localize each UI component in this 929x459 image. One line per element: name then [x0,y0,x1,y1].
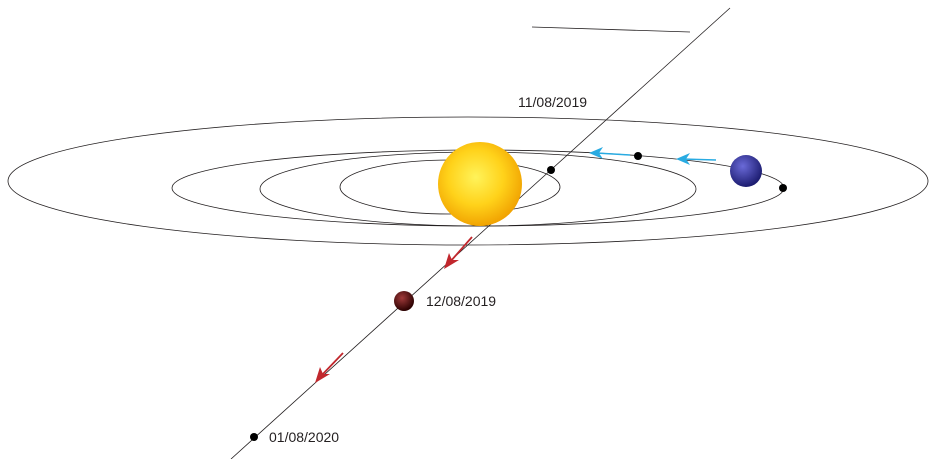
trajectory-line [230,7,731,459]
interstellar-object-icon [394,291,414,311]
trajectory-arrow-2-icon [315,352,344,383]
trajectory-arrow-1-icon [444,236,473,269]
orbit-arrow-2-icon [589,147,631,159]
date-label-middle: 12/08/2019 [426,293,496,309]
trajectory-position-dot [250,433,258,441]
planet-icon [730,155,762,187]
date-label-lower: 01/08/2020 [269,429,339,445]
top-short-line [531,26,691,33]
orbit-arrow-1-icon [676,153,717,165]
orbit-position-dot [547,166,555,174]
orbit-position-dot [779,184,787,192]
orbit-position-dot [634,152,642,160]
date-label-upper: 11/08/2019 [518,94,587,110]
sun-icon [438,142,522,226]
